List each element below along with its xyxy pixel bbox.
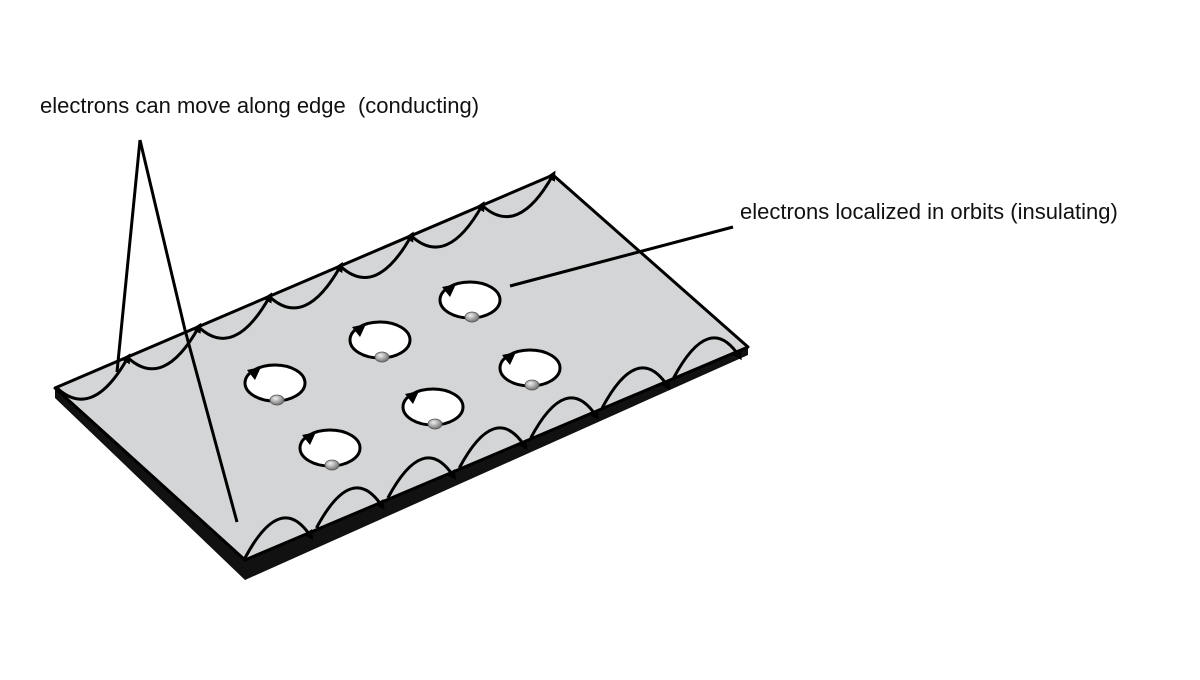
- edge-current-arrow: [268, 261, 343, 310]
- electron: [427, 418, 443, 430]
- electron: [524, 379, 540, 391]
- pointer-lines: [115, 139, 734, 523]
- orbit-direction-arrow: [442, 284, 456, 297]
- localized-orbit: [243, 363, 307, 406]
- back-edge-arcs: [55, 170, 556, 401]
- edge-current-arrow: [55, 353, 131, 401]
- orbit-direction-arrow: [302, 432, 316, 445]
- localized-orbits: [243, 280, 562, 471]
- edge-current-arrow: [197, 292, 273, 340]
- electron: [464, 311, 480, 323]
- localized-orbit: [348, 320, 412, 363]
- orbit-direction-arrow: [247, 367, 261, 380]
- orbit-direction-arrow: [405, 391, 419, 404]
- localized-orbit: [298, 428, 362, 471]
- front-edge-arcs: [243, 336, 742, 559]
- edge-current-arrow: [315, 486, 385, 529]
- edge-current-arrow: [410, 201, 485, 249]
- edge-current-arrow: [126, 322, 202, 371]
- plate-top-surface: [53, 173, 750, 562]
- edge-current-arrow: [481, 170, 556, 219]
- edge-current-arrow: [386, 456, 457, 499]
- electron: [374, 351, 390, 363]
- edge-current-arrow: [600, 366, 671, 409]
- electron: [324, 459, 340, 471]
- edge-current-arrow: [529, 396, 599, 439]
- localized-orbit: [438, 280, 502, 323]
- orbit-direction-arrow: [502, 352, 516, 365]
- electron: [269, 394, 285, 406]
- edge-current-arrow: [243, 516, 314, 559]
- edge-current-arrow: [339, 231, 414, 279]
- localized-orbit: [498, 348, 562, 391]
- orbit-insulating-label: electrons localized in orbits (insulatin…: [740, 199, 1118, 224]
- edge-current-arrow: [457, 426, 528, 469]
- plate: [53, 173, 750, 580]
- localized-orbit: [401, 387, 465, 430]
- orbit-direction-arrow: [352, 324, 366, 337]
- edge-conducting-label: electrons can move along edge (conductin…: [40, 93, 479, 118]
- edge-current-arrow: [672, 336, 742, 379]
- edge-pointer-line-mid: [138, 139, 187, 331]
- edge-pointer-line-front: [183, 329, 239, 523]
- orbit-pointer-line: [509, 225, 734, 288]
- edge-pointer-line-left: [115, 139, 142, 373]
